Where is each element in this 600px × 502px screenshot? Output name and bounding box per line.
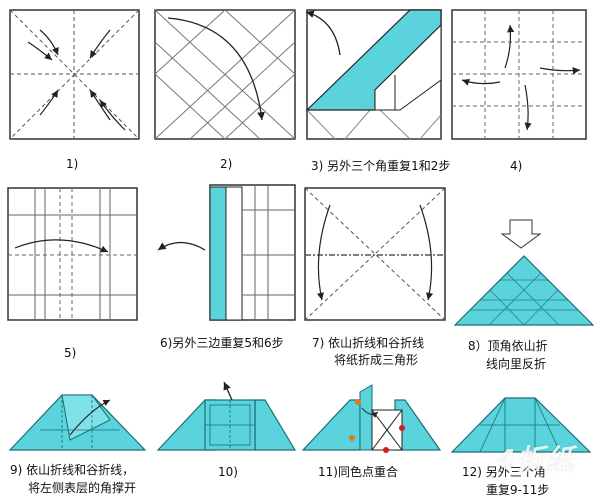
step-12-caption-line1: 12) 另外三个角	[462, 465, 546, 479]
step-2-caption: 2)	[220, 157, 233, 171]
step-4-caption: 4)	[510, 159, 523, 173]
step-8-caption-line1: 8）顶角依山折	[468, 339, 548, 353]
step-6-figure	[157, 184, 296, 321]
step-4-figure	[451, 9, 587, 140]
step-7-caption-line1: 7) 依山折线和谷折线	[312, 336, 425, 350]
step-7-figure	[304, 187, 446, 321]
step-3-caption: 3) 另外三个角重复1和2步	[311, 159, 451, 173]
step-6-caption: 6)另外三边重复5和6步	[160, 336, 284, 350]
step-9-figure	[8, 394, 147, 451]
watermark-logo: 4折纸	[496, 443, 575, 476]
step-5-caption: 5)	[64, 346, 77, 360]
step-11-figure	[301, 384, 442, 453]
step-10-caption: 10)	[218, 465, 238, 479]
step-2-figure	[154, 9, 296, 140]
step-9-caption-line1: 9) 依山折线和谷折线，	[10, 463, 135, 477]
step-1-caption: 1)	[66, 157, 79, 171]
step-8-figure	[453, 219, 595, 326]
step-10-figure	[156, 381, 297, 451]
step-5-figure	[7, 187, 138, 321]
step-8-caption-line2: 线向里反折	[486, 357, 547, 371]
step-12-caption-line2: 重复9-11步	[486, 483, 550, 497]
step-7-caption-line2: 将纸折成三角形	[334, 353, 419, 367]
step-1-figure	[9, 9, 140, 140]
step-9-caption-line2: 将左侧表层的角撑开	[28, 481, 137, 495]
step-12-figure	[450, 397, 592, 453]
step-11-caption: 11)同色点重合	[318, 465, 398, 479]
step-3-figure	[305, 9, 442, 140]
